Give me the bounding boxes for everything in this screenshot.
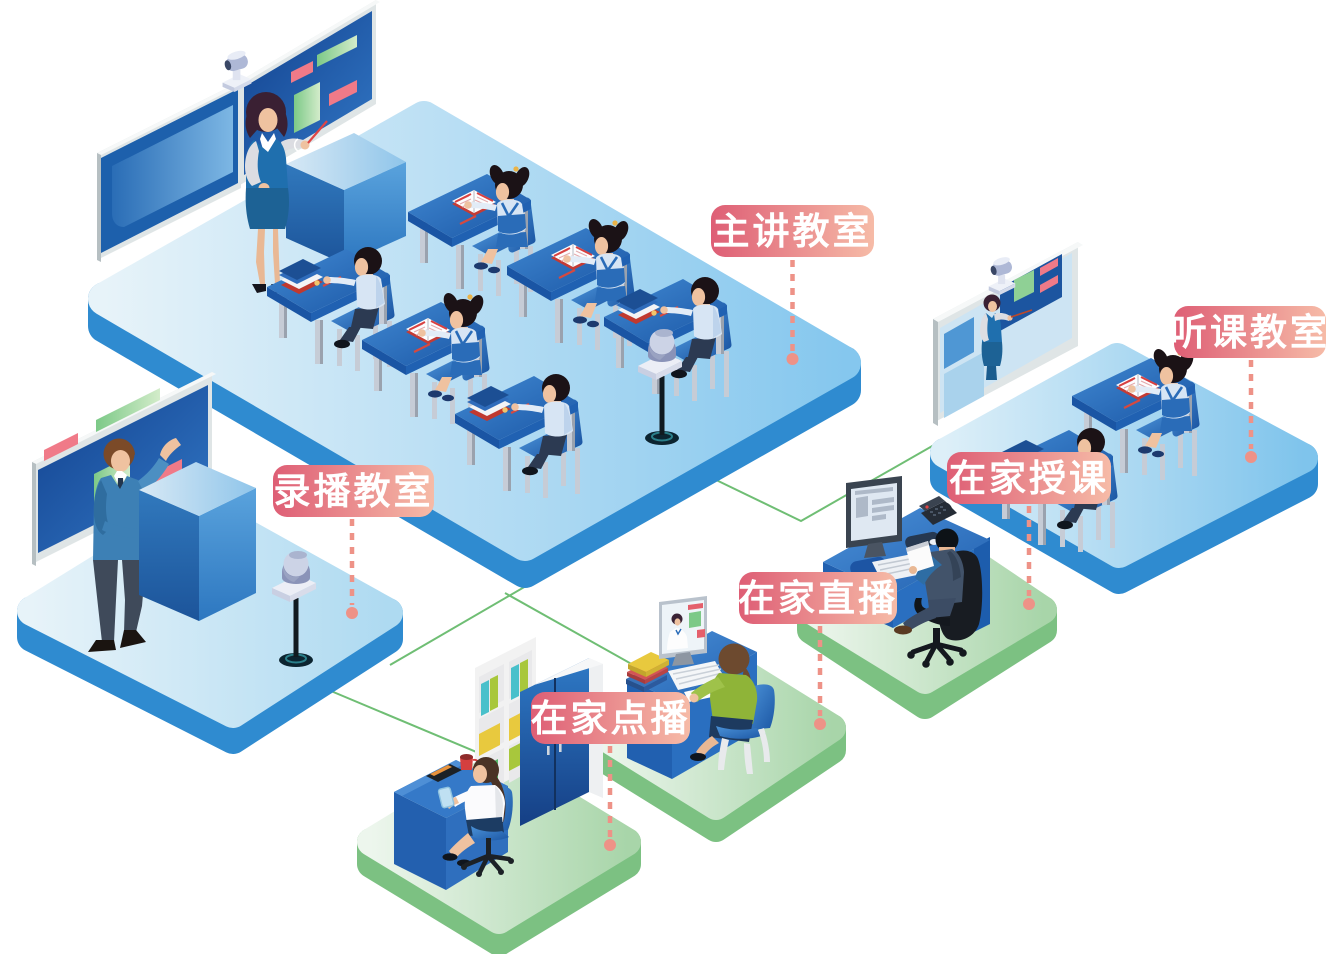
svg-text:在家直播: 在家直播 [738,578,898,619]
svg-text:录播教室: 录播教室 [274,470,434,512]
svg-text:在家授课: 在家授课 [949,458,1109,499]
svg-text:主讲教室: 主讲教室 [713,210,873,252]
svg-text:在家点播: 在家点播 [531,698,691,739]
svg-text:听课教室: 听课教室 [1170,311,1328,353]
